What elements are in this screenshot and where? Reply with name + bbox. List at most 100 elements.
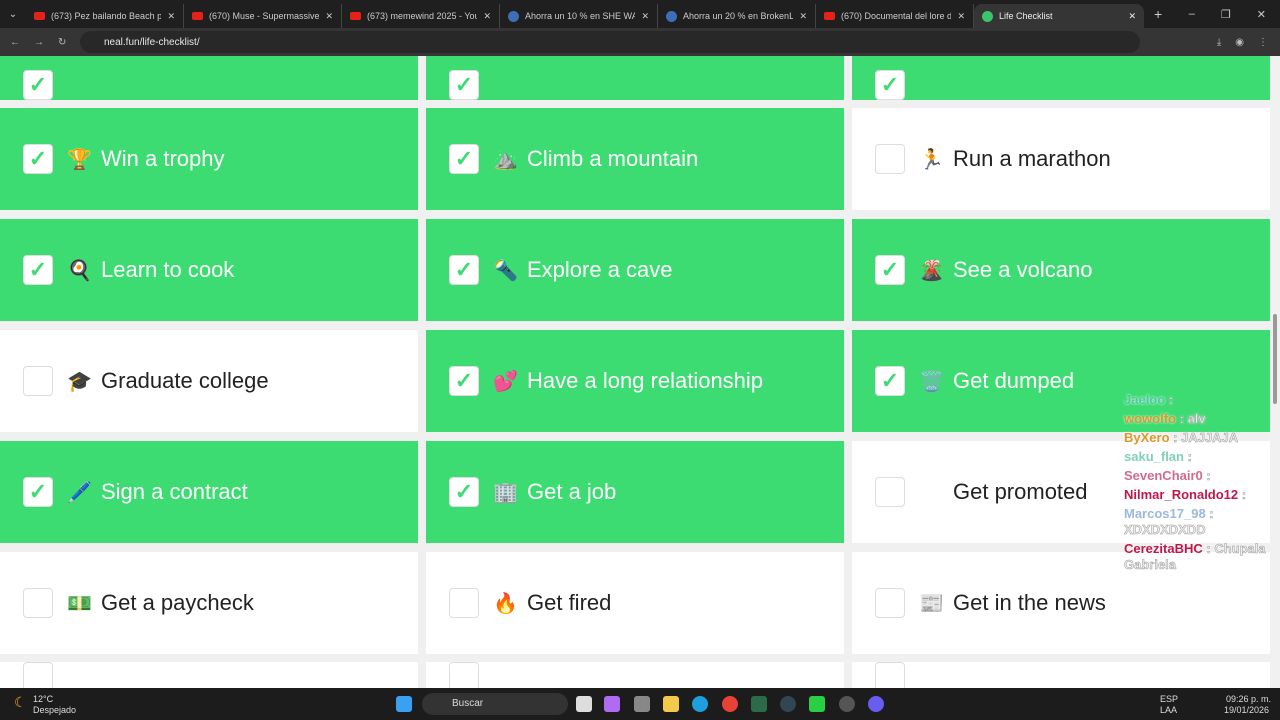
tab-search-button[interactable]: ⌄ [8,8,18,20]
browser-tab[interactable]: (670) Muse - Supermassive blac✕ [184,4,342,28]
clock-time[interactable]: 09:26 p. m. [1226,694,1272,704]
close-tab-icon[interactable]: ✕ [1128,10,1136,21]
checklist-item[interactable]: ✓🗑️Get dumped [852,330,1270,432]
checkbox[interactable]: ✓ [449,255,479,285]
download-icon[interactable]: ⤓ [1216,36,1222,48]
checkbox[interactable]: ✓ [23,255,53,285]
scrollbar-thumb[interactable] [1273,314,1277,404]
url-input[interactable]: neal.fun/life-checklist/ [80,31,1140,53]
store-icon[interactable] [634,696,650,712]
item-label: Graduate college [101,368,269,393]
checklist-item[interactable]: ✓🏢Get a job [426,441,844,543]
start-icon[interactable] [396,696,412,712]
obs-icon[interactable] [839,696,855,712]
steam-icon[interactable] [780,696,796,712]
checkbox[interactable]: ✓ [875,255,905,285]
close-tab-icon[interactable]: ✕ [167,10,175,21]
browser-tab[interactable]: Life Checklist✕ [974,4,1144,28]
close-tab-icon[interactable]: ✕ [325,10,333,21]
checklist-item[interactable]: ✓🌋See a volcano [852,219,1270,321]
reload-button[interactable]: ↻ [58,36,67,48]
tab-title: (673) memewind 2025 - YouTub [367,11,477,21]
checklist-item[interactable] [852,662,1270,688]
browser-tab[interactable]: Ahorra un 20 % en BrokenLore✕ [658,4,816,28]
chat-username: saku_flan [1124,449,1184,464]
checklist-item[interactable]: ✓ [852,56,1270,100]
task-view-icon[interactable] [576,696,592,712]
item-emoji-icon: 🍳 [67,259,92,282]
checklist-item[interactable]: ✓🔦Explore a cave [426,219,844,321]
checklist-item[interactable]: 📰Get in the news [852,552,1270,654]
checklist-item[interactable] [0,662,418,688]
keyboard-layout[interactable]: LAA [1160,705,1178,715]
checklist-item[interactable]: 🏃Run a marathon [852,108,1270,210]
checkbox[interactable] [23,662,53,688]
chrome-icon[interactable] [722,696,738,712]
menu-icon[interactable]: ⋮ [1258,36,1268,48]
browser-tab[interactable]: (670) Documental del lore de T✕ [816,4,974,28]
checklist-item[interactable]: 🎓Graduate college [0,330,418,432]
checkbox[interactable]: ✓ [449,366,479,396]
chat-message: Jaeloo : [1124,392,1174,408]
checkbox[interactable] [449,662,479,688]
checkbox[interactable] [875,477,905,507]
scrollbar[interactable] [1270,56,1280,688]
edge-icon[interactable] [692,696,708,712]
discord-icon[interactable] [868,696,884,712]
close-tab-icon[interactable]: ✕ [799,10,807,21]
browser-tab[interactable]: (673) memewind 2025 - YouTub ✕ [342,4,500,28]
checklist-item[interactable]: ✓🍳Learn to cook [0,219,418,321]
close-tab-icon[interactable]: ✕ [641,10,649,21]
checkbox[interactable] [875,144,905,174]
checklist-item[interactable]: ✓ [0,56,418,100]
forward-button[interactable]: → [34,36,44,48]
checkbox[interactable] [875,662,905,688]
checklist-item[interactable]: ✓🏆Win a trophy [0,108,418,210]
checklist-item[interactable]: Get promoted [852,441,1270,543]
profile-icon[interactable]: ◉ [1235,36,1244,48]
youtube-favicon-icon [34,12,45,20]
language[interactable]: ESP [1160,694,1179,704]
checklist-item[interactable]: ✓⛰️Climb a mountain [426,108,844,210]
kick-icon[interactable] [809,696,825,712]
checkbox[interactable] [23,588,53,618]
back-button[interactable]: ← [10,36,20,48]
checklist-item[interactable]: ✓🖊️Sign a contract [0,441,418,543]
explorer-icon[interactable] [663,696,679,712]
restore-button[interactable]: ❐ [1220,8,1231,21]
checklist-item[interactable] [426,662,844,688]
excel-icon[interactable] [751,696,767,712]
item-label: Get fired [527,590,612,615]
minimize-button[interactable]: – [1188,7,1195,20]
checkbox[interactable]: ✓ [449,477,479,507]
chat-message: SevenChair0 : [1124,468,1211,484]
checkbox[interactable]: ✓ [449,144,479,174]
checkbox[interactable] [449,588,479,618]
checklist-item[interactable]: 🔥Get fired [426,552,844,654]
taskbar-search[interactable]: Buscar [422,693,568,715]
checklist-item[interactable]: ✓ [426,56,844,100]
checkbox[interactable] [23,366,53,396]
chat-username: CerezitaBHC [1124,541,1203,556]
checklist-item[interactable]: ✓💕Have a long relationship [426,330,844,432]
checkbox[interactable]: ✓ [23,70,53,100]
checkbox[interactable]: ✓ [449,70,479,100]
checkbox[interactable]: ✓ [875,70,905,100]
copilot-icon[interactable] [604,696,620,712]
item-emoji-icon: ⛰️ [493,148,518,171]
close-window-button[interactable]: ✕ [1256,8,1266,21]
checklist-item[interactable]: 💵Get a paycheck [0,552,418,654]
item-label: Get dumped [953,368,1075,393]
close-tab-icon[interactable]: ✕ [957,10,965,21]
checkbox[interactable]: ✓ [23,477,53,507]
close-tab-icon[interactable]: ✕ [483,10,491,21]
browser-tab[interactable]: (673) Pez bailando Beach p✕ [26,4,184,28]
checkbox[interactable]: ✓ [23,144,53,174]
browser-tab[interactable]: Ahorra un 10 % en SHE WAS 98✕ [500,4,658,28]
checkbox[interactable]: ✓ [875,366,905,396]
new-tab-button[interactable]: + [1154,6,1163,22]
checkbox[interactable] [875,588,905,618]
item-emoji-icon: 🏃 [919,148,944,171]
clock-date[interactable]: 19/01/2026 [1224,705,1270,715]
